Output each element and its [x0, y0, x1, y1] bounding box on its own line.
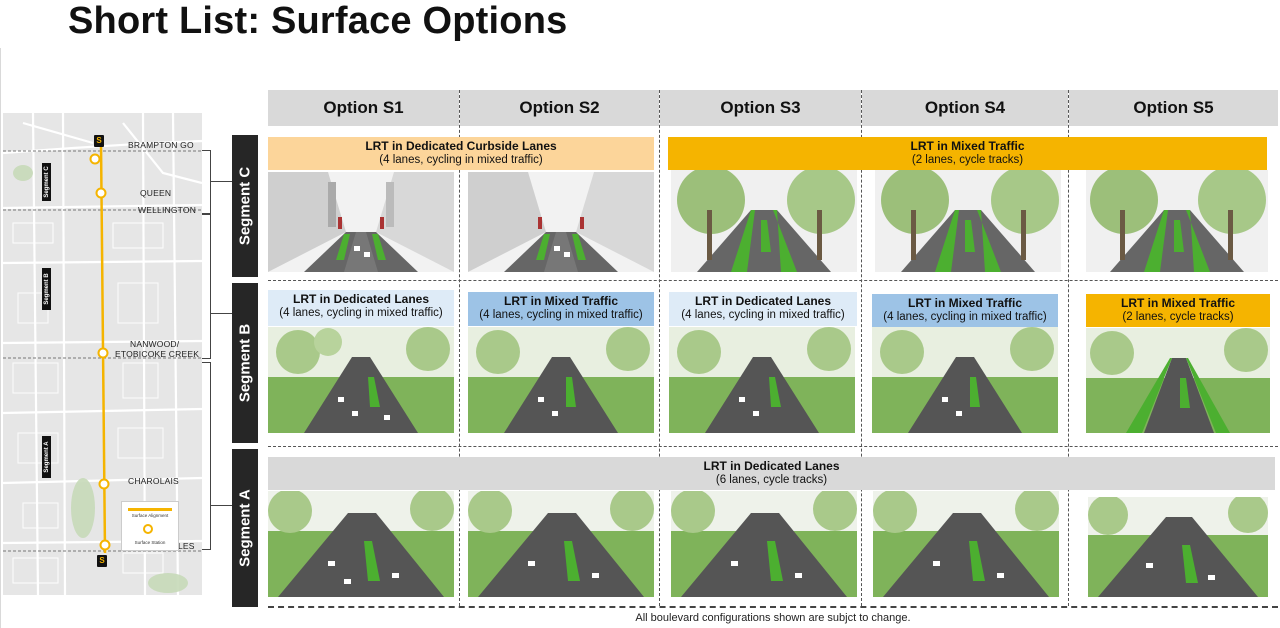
- segment-b-bracket: [202, 213, 211, 359]
- page-title: Short List: Surface Options: [68, 0, 568, 42]
- segment-b-banner-s4: LRT in Mixed Traffic(4 lanes, cycling in…: [872, 294, 1058, 327]
- segment-c-label: Segment C: [232, 135, 258, 277]
- option-s2-header: Option S2: [460, 90, 659, 126]
- illustration-c-s2: [468, 172, 654, 272]
- segment-c-banner-mixed: LRT in Mixed Traffic(2 lanes, cycle trac…: [668, 137, 1267, 170]
- illustration-c-s4: [875, 170, 1061, 272]
- station-label: CHAROLAIS: [128, 476, 179, 486]
- map-legend: Surface Alignment Surface Station: [121, 501, 179, 551]
- illustration-a-s1: [268, 491, 454, 597]
- illustration-b-s5: [1086, 328, 1270, 433]
- map-segment-tag: Segment B: [42, 268, 51, 310]
- illustration-c-s5: [1086, 170, 1268, 272]
- legend-alignment-label: Surface Alignment: [131, 513, 169, 518]
- terminus-badge-south: S: [97, 555, 107, 567]
- station-label: QUEEN: [140, 188, 172, 198]
- segment-c-connector: [210, 181, 232, 182]
- illustration-b-s2: [468, 327, 654, 433]
- alignment-swatch: [128, 508, 172, 511]
- illustration-b-s4: [872, 327, 1058, 433]
- map-streets: [3, 113, 202, 595]
- segment-b-banner-s1: LRT in Dedicated Lanes(4 lanes, cycling …: [268, 290, 454, 326]
- left-rule: [0, 48, 1, 628]
- station-label: BRAMPTON GO: [128, 140, 194, 150]
- illustration-c-s1: [268, 172, 454, 272]
- illustration-a-s2: [468, 491, 654, 597]
- segment-b-banner-s3: LRT in Dedicated Lanes(4 lanes, cycling …: [669, 292, 857, 326]
- row-divider: [268, 280, 1278, 281]
- illustration-b-s3: [669, 327, 855, 433]
- segment-b-banner-s2: LRT in Mixed Traffic(4 lanes, cycling in…: [468, 292, 654, 326]
- column-divider: [459, 90, 460, 606]
- illustration-c-s3: [671, 170, 857, 272]
- option-s4-header: Option S4: [862, 90, 1068, 126]
- station-label: ETOBICOKE CREEK: [115, 349, 200, 359]
- segment-a-banner: LRT in Dedicated Lanes(6 lanes, cycle tr…: [268, 457, 1275, 490]
- map-segment-tag: Segment A: [42, 436, 51, 478]
- terminus-badge-north: S: [94, 135, 104, 147]
- illustration-a-s4: [873, 491, 1059, 597]
- station-label: NANWOOD/: [130, 339, 180, 349]
- segment-c-banner-curbside: LRT in Dedicated Curbside Lanes(4 lanes,…: [268, 137, 654, 170]
- segment-b-connector: [210, 313, 232, 314]
- segment-c-bracket: [202, 150, 211, 215]
- column-divider: [861, 90, 862, 606]
- segment-a-label: Segment A: [232, 449, 258, 607]
- footnote: All boulevard configurations shown are s…: [635, 612, 911, 624]
- option-s5-header: Option S5: [1069, 90, 1278, 126]
- legend-station-label: Surface Station: [134, 540, 166, 545]
- illustration-a-s5: [1088, 497, 1268, 597]
- segment-b-banner-s5: LRT in Mixed Traffic(2 lanes, cycle trac…: [1086, 294, 1270, 327]
- illustration-b-s1: [268, 327, 454, 433]
- station-swatch: [143, 524, 153, 534]
- map-segment-tag: Segment C: [42, 163, 51, 201]
- segment-a-bracket: [202, 362, 211, 550]
- station-label: WELLINGTON: [138, 205, 197, 215]
- option-s1-header: Option S1: [268, 90, 459, 126]
- route-map: S S BRAMPTON GO QUEEN WELLINGTON NANWOOD…: [3, 113, 202, 595]
- column-divider: [1068, 90, 1069, 606]
- segment-b-label: Segment B: [232, 283, 258, 443]
- row-divider: [268, 446, 1278, 447]
- illustration-a-s3: [671, 491, 857, 597]
- footer-divider: [268, 606, 1278, 608]
- option-s3-header: Option S3: [660, 90, 861, 126]
- segment-a-connector: [210, 505, 232, 506]
- column-divider: [659, 90, 660, 606]
